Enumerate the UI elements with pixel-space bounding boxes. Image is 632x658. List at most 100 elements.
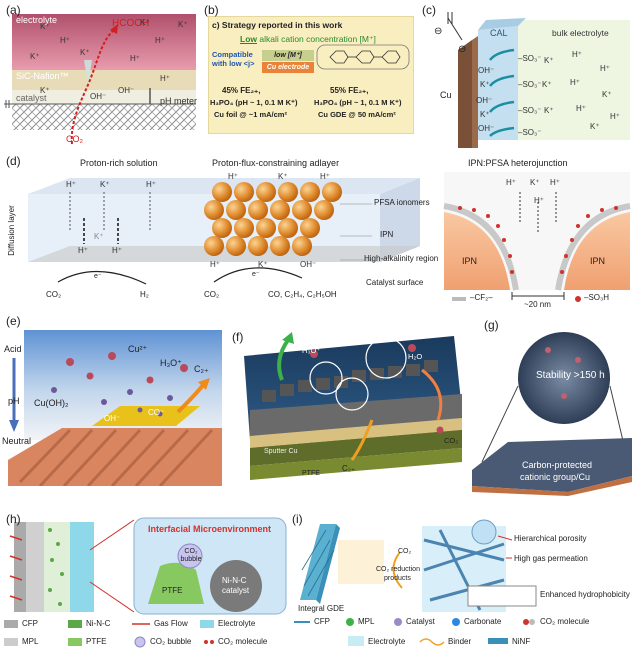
gas-permeation-label: High gas permeation (514, 554, 588, 563)
legend-binder: Binder (448, 637, 472, 646)
panel-h: (h) Interfacial Microenvironment CO₂ bub… (0, 500, 290, 658)
electron-left: e⁻ (94, 273, 102, 280)
legend-co2-molecule: CO₂ molecule (540, 617, 590, 626)
nnc-catalyst-label2: catalyst (222, 586, 250, 595)
k-ion: K⁺ (542, 80, 552, 89)
ph-meter-label: pH meter (160, 96, 198, 106)
legend-cfp: CFP (314, 617, 330, 626)
k-ion: K⁺ (530, 178, 540, 187)
panel-g-figure (472, 332, 632, 496)
k-ion: K⁺ (590, 122, 600, 131)
legend-mpl: MPL (22, 637, 39, 646)
co2-label: CO₂ (398, 548, 412, 555)
panel-f-figure (244, 332, 462, 480)
so3-group: –SO₃⁻ (518, 80, 542, 89)
h-ion: H⁺ (576, 104, 586, 113)
ion-h: H⁺ (60, 36, 70, 45)
pfsa-label: PFSA ionomers (374, 198, 430, 207)
hierarchical-label: Hierarchical porosity (514, 534, 587, 543)
ion-k: K⁺ (178, 20, 188, 29)
panel-label-i: (i) (292, 512, 303, 526)
k-ion: K⁺ (480, 80, 490, 89)
h2-label: H₂ (140, 290, 149, 299)
ion-h: H⁺ (155, 36, 165, 45)
stability-label: Stability >150 h (536, 370, 605, 381)
left-conditions: H₃PO₄ (pH ~ 1, 0.1 M K⁺) (210, 98, 298, 107)
panel-i-figure (294, 519, 537, 646)
cu2-label: Cu²⁺ (128, 344, 148, 354)
ion-h: H⁺ (130, 54, 140, 63)
ion-k: K⁺ (40, 22, 50, 31)
c2-label: C₂₊ (342, 464, 356, 473)
panel-c: (c) CAL bulk electrolyte Cu ⊖ ⊖ OH⁻ OH⁻ … (418, 0, 632, 150)
right-catalyst: Cu GDE @ 50 mA/cm² (318, 110, 396, 119)
neutral-label: Neutral (2, 436, 32, 446)
h-ion: H⁺ (228, 172, 238, 181)
panel-d: (d) Proton-rich solution Proton-flux-con… (0, 152, 632, 310)
legend-cfp: CFP (22, 619, 38, 628)
panel-label-g: (g) (484, 318, 499, 332)
so3-group: –SO₃⁻ (518, 128, 542, 137)
k-ion: K⁺ (100, 180, 110, 189)
panel-d-figure (28, 172, 631, 302)
so3-group: –SO₃⁻ (518, 54, 542, 63)
so3h-legend: –SO₃H (584, 293, 610, 302)
ipn-label: IPN (380, 230, 394, 239)
co2-bubble-label: CO₂ bubble (180, 548, 202, 563)
legend-co2-molecule: CO₂ molecule (218, 637, 268, 646)
high-alkalinity-label: High-alkalinity region (364, 254, 439, 263)
hcooh-label: HCOOH (112, 18, 150, 29)
panel-a-figure (4, 14, 196, 145)
k-ion: K⁺ (544, 106, 554, 115)
electron-minus-icon: ⊖ (434, 26, 443, 37)
integral-gde-label: Integral GDE (298, 604, 345, 613)
legend-co2-bubble: CO₂ bubble (150, 637, 192, 646)
oh-label: OH⁻ (104, 414, 121, 423)
membrane-label: SiC-Nafion™ (16, 71, 69, 81)
ion-oh: OH⁻ (90, 92, 107, 101)
cal-label: CAL (490, 28, 508, 38)
electron-minus-icon: ⊖ (458, 44, 467, 55)
proton-rich-title: Proton-rich solution (80, 158, 158, 168)
h-ion: H⁺ (550, 178, 560, 187)
panel-label-d: (d) (6, 154, 21, 168)
legend-gas-flow: Gas Flow (154, 619, 188, 628)
diffusion-layer-label: Diffusion layer (6, 205, 16, 256)
products-line1: CO₂ reduction (376, 566, 420, 573)
low-word: Low (240, 34, 257, 44)
legend-mpl: MPL (358, 617, 375, 626)
strategy-box (208, 16, 414, 134)
ion-k: K⁺ (30, 52, 40, 61)
ipn-right-label: IPN (590, 256, 606, 266)
legend-ninc: Ni-N-C (86, 619, 111, 628)
oh-ion: OH⁻ (300, 260, 317, 269)
panel-e-figure (8, 330, 222, 486)
k-ion: K⁺ (544, 56, 554, 65)
ipn-left-label: IPN (462, 256, 478, 266)
h-ion: H⁺ (570, 78, 580, 87)
h3o-label: H₃O⁺ (160, 358, 182, 368)
right-fe: 55% FE₂₊, (330, 86, 369, 95)
cuoh-label: Cu(OH)₂ (34, 398, 69, 408)
h-ion: H⁺ (534, 196, 544, 205)
co2-label: CO₂ (66, 134, 83, 144)
panel-e: (e) Acid pH Neut (0, 310, 222, 486)
electron-mid: e⁻ (252, 271, 260, 278)
ion-oh: OH⁻ (118, 86, 135, 95)
h-ion: H⁺ (112, 246, 122, 255)
strategy-subheading: Low alkali cation concentration [M⁺] (240, 34, 376, 45)
co-label: CO⁻ (148, 408, 165, 417)
left-fe: 45% FE₂₊, (222, 86, 261, 95)
co2-mid: CO₂ (204, 290, 220, 299)
co2-label: CO₂ (444, 436, 459, 445)
caption-line1: Carbon-protected (522, 460, 593, 470)
co2-left: CO₂ (46, 290, 62, 299)
h3o-label: H₃O⁺ (302, 346, 321, 355)
right-conditions: H₃PO₄ (pH ~ 1, 0.1 M K⁺) (314, 98, 402, 107)
so3-group: –SO₃⁻ (518, 106, 542, 115)
ion-k: K⁺ (40, 86, 50, 95)
h-ion: H⁺ (66, 180, 76, 189)
panel-b: (b) c) Strategy reported in this work Lo… (200, 0, 418, 150)
h2o-label: H₂O (408, 352, 423, 361)
heading-rest: alkali cation concentration [M⁺] (257, 34, 376, 44)
